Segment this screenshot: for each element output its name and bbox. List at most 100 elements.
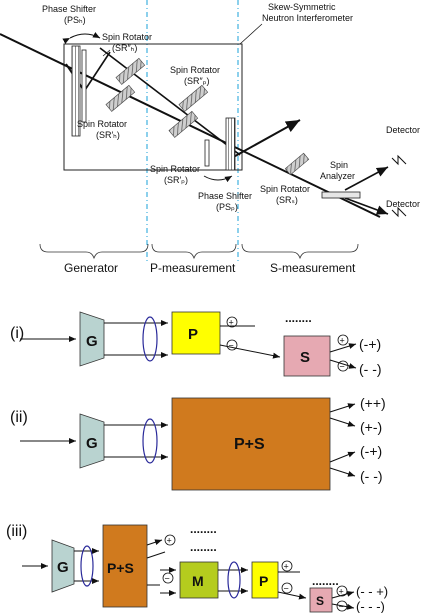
panel-ii-label: (ii)	[10, 409, 28, 426]
panel-iii-out-2: (- - -)	[356, 599, 385, 613]
phase-shifter-g-plate	[81, 49, 87, 123]
panel-ii-generator	[79, 413, 105, 469]
label-spin-rotator-gp: Spin Rotator	[77, 119, 127, 129]
interferometer-body	[63, 43, 243, 171]
panel-i-out-1: (-+)	[359, 336, 381, 352]
leader-interferometer	[239, 23, 263, 45]
panel-iii-plus-1	[164, 534, 176, 546]
panel-i-minus-2-text: −	[340, 362, 345, 372]
label-stage-generator: Generator	[64, 261, 118, 275]
label-detector-2: Detector	[386, 199, 420, 209]
panel-iii-m-text: M	[192, 573, 204, 589]
label-interferometer-line1: Skew-Symmetric	[268, 2, 336, 12]
panel-iii-minus-2	[281, 582, 293, 594]
panel-ii-g-text: G	[86, 435, 98, 452]
panel-iii-p-out-dn	[277, 591, 307, 600]
panel-iii-dots-1: ........	[190, 522, 217, 536]
panel-ii-out-4: (- -)	[360, 468, 383, 484]
crystal-plate-2	[225, 117, 236, 171]
panel-iii-out-1: (- - +)	[356, 584, 388, 599]
panel-i-p-box	[171, 311, 221, 355]
panel-i-minus-1-text: −	[229, 341, 234, 351]
label-phase-shifter-p-sub: (PSₚ)	[216, 202, 238, 212]
panel-i-plus-2	[337, 334, 349, 346]
spin-rotator-g-upper	[115, 57, 146, 85]
label-interferometer-line2: Neutron Interferometer	[262, 13, 353, 23]
panel-iii-minus-2-text: −	[284, 584, 289, 594]
panel-ii-ps-box	[171, 397, 331, 491]
panel-i-out-up	[329, 343, 357, 353]
panel-i-label: (i)	[10, 325, 24, 342]
label-spin-rotator-gp-sub: (SR′ₕ)	[96, 130, 120, 140]
label-spin-rotator-s: Spin Rotator	[260, 184, 310, 194]
rotation-arrow-g	[62, 32, 101, 44]
panel-iii-s-text: S	[316, 594, 324, 608]
panel-i-lens	[142, 316, 158, 362]
panel-iii-plus-1-text: +	[167, 536, 172, 546]
panel-iii-s-box	[309, 587, 333, 613]
spin-rotator-g-lower	[105, 84, 136, 112]
detector-2-icon	[391, 206, 407, 218]
panel-iii-plus-2-text: +	[284, 562, 289, 572]
label-spin-rotator-pp: Spin Rotator	[150, 164, 200, 174]
panel-iii-dots-3: ........	[312, 574, 339, 588]
panel-iii-ps-box	[102, 524, 148, 608]
stage-bracket-generator	[39, 243, 149, 260]
label-phase-shifter-g: Phase Shifter	[42, 4, 96, 14]
label-spin-analyzer-line1: Spin	[330, 160, 348, 170]
leader-sr-gpp	[102, 49, 111, 57]
panel-i-path-p-dn	[219, 344, 281, 359]
panel-iii-m-box	[179, 561, 219, 599]
stage-bracket-p	[151, 243, 237, 260]
panel-ii-out-4-line	[329, 467, 356, 477]
panel-ii-out-1: (++)	[360, 395, 386, 411]
stage-bracket-s	[241, 243, 359, 260]
panel-i-out-dn	[329, 359, 357, 369]
panel-iii-generator	[51, 539, 75, 593]
outgoing-beam-d2	[344, 197, 389, 215]
rotation-arrow-p	[203, 175, 233, 183]
label-interferometer: Skew-Symmetric Neutron Interferometer	[262, 2, 353, 23]
panel-i-plus-1-text: +	[229, 318, 234, 328]
spin-rotator-s	[284, 152, 310, 176]
label-stage-s: S-measurement	[270, 261, 356, 275]
label-spin-rotator-gpp-sub: (SR″ₕ)	[112, 43, 137, 53]
label-spin-analyzer-line2: Analyzer	[320, 171, 355, 181]
panel-i-p-text: P	[188, 326, 198, 343]
spin-rotator-p-lower	[168, 110, 199, 138]
panel-ii-lens	[142, 418, 158, 464]
detector-1-icon	[391, 154, 407, 166]
spin-analyzer-block	[321, 191, 361, 199]
panel-iii-label: (iii)	[6, 523, 27, 540]
interferometer-setup: Skew-Symmetric Neutron Interferometer Ph…	[0, 0, 420, 275]
incoming-beam	[0, 33, 381, 218]
outgoing-beam-d1	[344, 166, 389, 191]
panel-ii-out-1-line	[329, 403, 356, 413]
panel-iii-minus-3-text: −	[339, 602, 344, 612]
panel-iii: (iii) G P+S + ........ ........ − M P + …	[6, 522, 388, 613]
panel-iii-dots-2: ........	[190, 540, 217, 554]
panel-ii-out-2-line	[329, 417, 356, 427]
panel-i-plus-2-text: +	[340, 336, 345, 346]
label-detector-1: Detector	[386, 125, 420, 135]
panel-iii-ps-out-up	[146, 539, 163, 546]
panel-ii-ps-text: P+S	[234, 436, 265, 453]
panel-i-dots: ........	[285, 311, 312, 325]
label-spin-rotator-ppp-sub: (SR″ₚ)	[184, 76, 210, 86]
panel-iii-s-out-up	[331, 590, 355, 599]
panel-i-plus-1	[226, 316, 238, 328]
beam-upper-b	[99, 47, 241, 156]
outgoing-beam-up	[227, 119, 301, 161]
label-spin-analyzer: Spin Analyzer	[320, 160, 355, 181]
panel-iii-minus-1-text: −	[165, 574, 170, 584]
panel-iii-lens-1	[80, 545, 94, 587]
panel-i-generator	[79, 311, 105, 367]
panel-iii-g-text: G	[57, 559, 69, 576]
panel-i-s-text: S	[300, 349, 310, 366]
panel-iii-plus-2	[281, 560, 293, 572]
panel-iii-s-out-dn	[331, 603, 355, 610]
panel-ii-out-3-line	[329, 451, 356, 463]
label-spin-rotator-pp-sub: (SR′ₚ)	[164, 175, 188, 185]
beam-cross	[84, 51, 111, 91]
